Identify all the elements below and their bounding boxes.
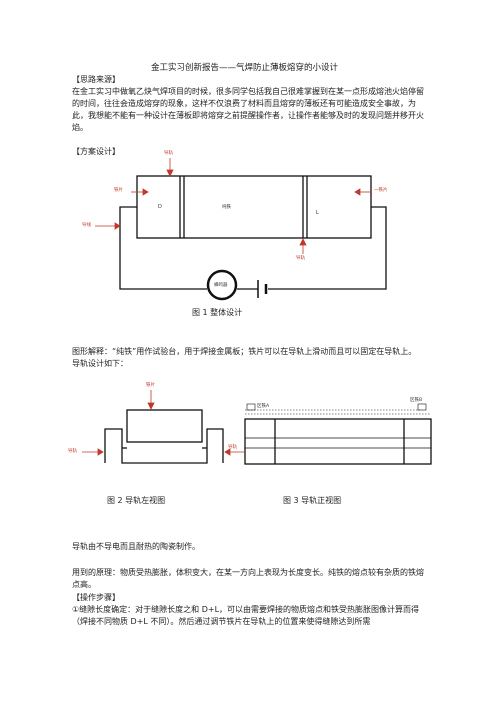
page-title: 金工实习创新报告——气焊防止薄板熔穿的小设计 — [151, 63, 339, 73]
principle-text: 用到的原理：物质受热膨胀，体积变大，在某一方向上表现为长度变长。纯铁的熔点较有杂… — [72, 568, 424, 589]
fig1-label-wire: 导线 — [82, 223, 91, 228]
buzzer — [206, 269, 238, 301]
fig2-label-rail-left: 导轨 — [68, 449, 77, 454]
fig2-label-iron: 铁片 — [146, 383, 155, 388]
iron-piece — [126, 409, 203, 443]
fig1-label-iron-right: 一铁片 — [374, 188, 388, 193]
fig1-label-d: D — [158, 204, 162, 210]
fig1-label-l: L — [316, 210, 319, 216]
fig3-label-iron-a: 区铁A — [257, 404, 270, 409]
fig1-label-rail-top: 导轨 — [164, 151, 173, 156]
section-heading-steps: 【操作步骤】 — [72, 593, 120, 602]
rail-front-view — [244, 418, 432, 465]
section-heading-design: 【方案设计】 — [72, 147, 120, 156]
figure-1-caption: 图 1 整体设计 — [192, 308, 243, 317]
rail-material-text: 导轨由不导电而且耐热的陶瓷制作。 — [72, 542, 200, 551]
section-heading-idea-source: 【思路来源】 — [72, 75, 120, 84]
fig1-label-rail-bottom: 导轨 — [296, 256, 305, 261]
fig3-label-iron-b: 区铁B — [410, 398, 423, 403]
figure-3-caption: 图 3 导轨正视图 — [283, 496, 342, 505]
figure-explanation: 图形解释：“纯铁”用作试验台，用于焊接金属板；铁片可以在导轨上滑动而且可以固定在… — [72, 347, 417, 368]
fig1-label-iron-left: 铁片 — [114, 188, 123, 193]
paragraph-idea-source: 在金工实习中做氧乙炔气焊项目的时候，很多同学包括我自己很难掌握到在某一点形成熔池… — [72, 87, 424, 132]
fig1-label-buzzer: 蜂鸣器 — [214, 283, 228, 288]
step-1-text: ①缝隙长度确定：对于缝隙长度之和 D+L，可以由需要焊接的物质熔点和铁受热膨胀图… — [72, 605, 420, 626]
fig1-label-pure-iron: 纯铁 — [222, 205, 231, 210]
rail-left-view — [104, 428, 224, 464]
figure-2-caption: 图 2 导轨左视图 — [107, 496, 166, 505]
fig2-label-rail-right: 导轨 — [228, 445, 237, 450]
